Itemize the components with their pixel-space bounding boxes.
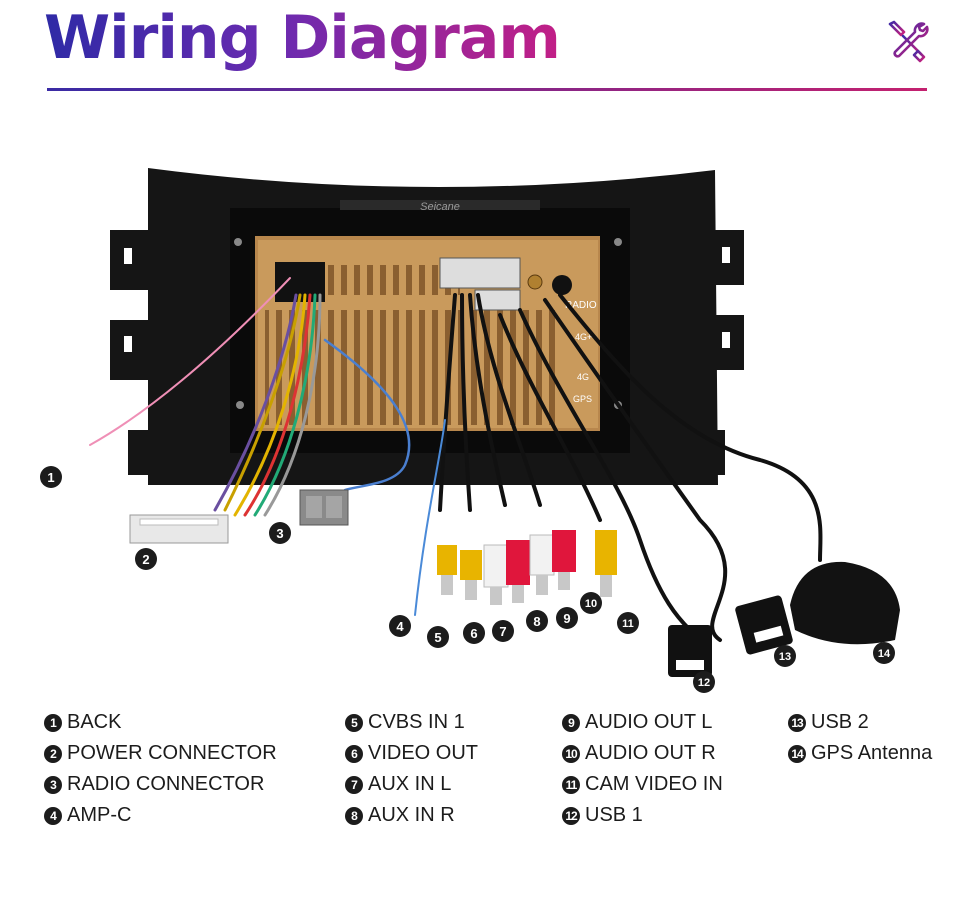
svg-text:9: 9 <box>563 611 570 626</box>
callout-12: 12 <box>693 671 715 693</box>
callout-5: 5 <box>427 626 449 648</box>
port-4g-top: 4G+ <box>575 332 592 342</box>
tools-icon <box>888 20 929 63</box>
callout-6: 6 <box>463 622 485 644</box>
callout-7: 7 <box>492 620 514 642</box>
rca-plug-aux-in-r <box>506 540 530 603</box>
callout-markers: 1 2 3 4 5 6 7 8 9 10 11 12 13 14 <box>40 466 895 693</box>
svg-text:1: 1 <box>47 470 54 485</box>
callout-13: 13 <box>774 645 796 667</box>
callout-1: 1 <box>40 466 62 488</box>
svg-text:11: 11 <box>622 618 634 630</box>
wiring-diagram: Seicane RADIO 4G+ 4G GPS <box>40 168 900 693</box>
svg-text:5: 5 <box>434 630 441 645</box>
rca-plug-audio-out-l <box>529 534 555 595</box>
gps-antenna <box>790 561 900 645</box>
radio-connector <box>299 489 349 526</box>
svg-text:2: 2 <box>142 552 149 567</box>
svg-text:10: 10 <box>585 598 597 610</box>
svg-text:14: 14 <box>878 648 891 660</box>
brand-text: Seicane <box>420 201 460 213</box>
usb-2-plug <box>735 595 793 655</box>
svg-text:4: 4 <box>396 619 404 634</box>
svg-text:12: 12 <box>698 677 710 689</box>
rca-plug-cvbs-in-1 <box>437 545 457 595</box>
callout-9: 9 <box>556 607 578 629</box>
svg-text:6: 6 <box>470 626 477 641</box>
rca-plug-video-out <box>460 550 482 600</box>
port-4g-bottom: 4G <box>577 372 589 382</box>
usb-1-plug <box>668 625 712 677</box>
rca-plug-aux-in-l <box>483 544 509 605</box>
callout-11: 11 <box>617 612 639 634</box>
page-title: Wiring Diagram <box>44 0 561 76</box>
callout-2: 2 <box>135 548 157 570</box>
title-underline <box>47 88 927 91</box>
port-gps: GPS <box>573 394 592 404</box>
port-radio: RADIO <box>565 300 597 311</box>
svg-text:7: 7 <box>499 624 506 639</box>
callout-8: 8 <box>526 610 548 632</box>
power-connector <box>129 514 229 544</box>
svg-text:8: 8 <box>533 614 540 629</box>
svg-text:3: 3 <box>276 526 283 541</box>
cables <box>89 277 823 642</box>
rca-plug-cam-video-in <box>595 530 617 597</box>
callout-4: 4 <box>389 615 411 637</box>
svg-text:13: 13 <box>779 651 791 663</box>
callout-3: 3 <box>269 522 291 544</box>
callout-10: 10 <box>580 592 602 614</box>
rca-plug-audio-out-r <box>552 530 576 590</box>
callout-14: 14 <box>873 642 895 664</box>
